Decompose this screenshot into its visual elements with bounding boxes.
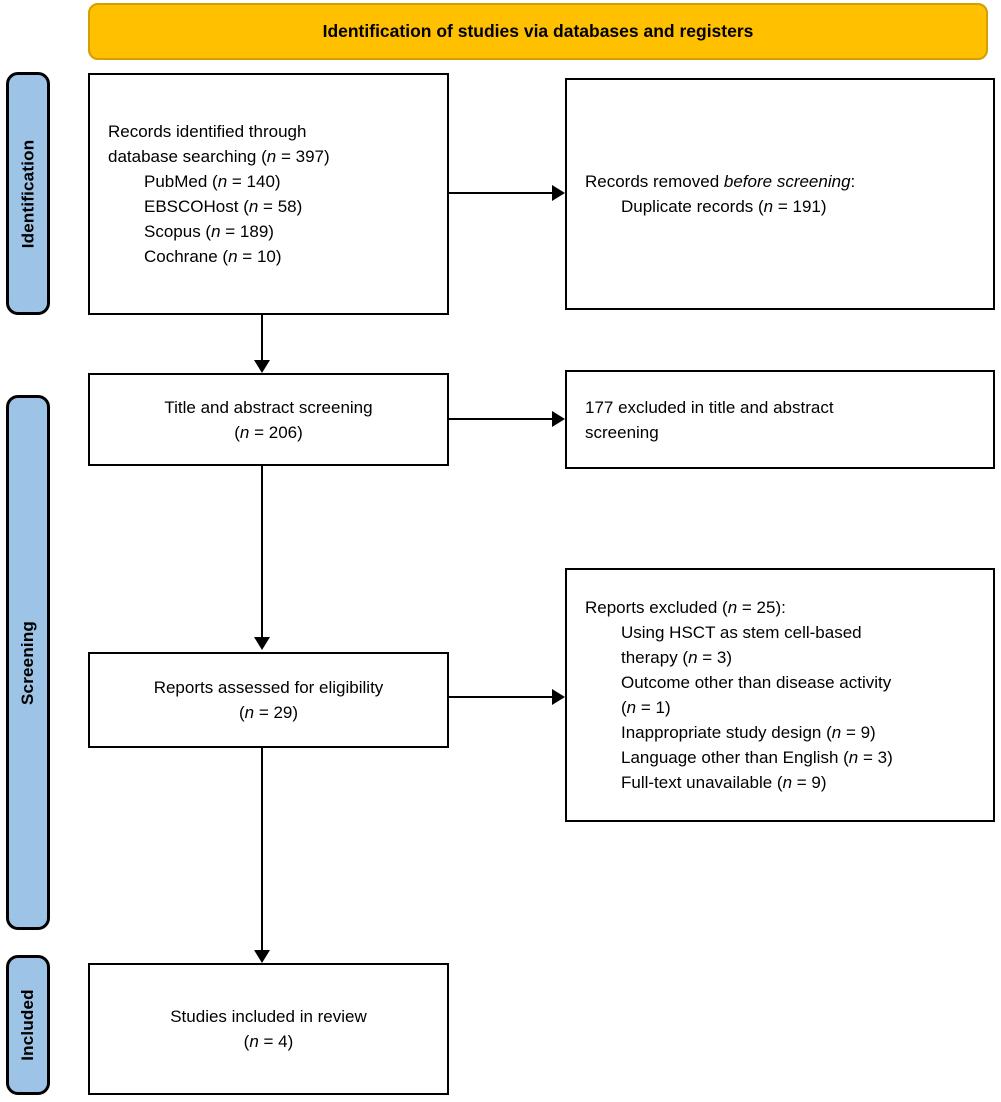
arrow-identified-to-removed-line [449, 192, 553, 194]
text-line: Title and abstract screening [164, 397, 373, 417]
box-reports-excluded: Reports excluded (n = 25): Using HSCT as … [565, 568, 995, 822]
text-line: Reports assessed for eligibility [153, 678, 384, 697]
stage-label-included-text: Included [18, 989, 37, 1061]
text-line: Using HSCT as stem cell-based [621, 623, 862, 642]
text-line: screening [585, 422, 659, 442]
text-line: Reports excluded (n = 25): [585, 598, 786, 617]
text-line: (n = 4) [243, 1032, 294, 1051]
text-line: Full-text unavailable (n = 9) [621, 773, 827, 792]
text-line: (n = 29) [238, 703, 299, 722]
text-line: Inappropriate study design (n = 9) [621, 723, 876, 742]
text-line: Records removed before screening: [585, 172, 856, 191]
text-line: Scopus (n = 189) [144, 222, 274, 241]
arrow-down-icon [254, 950, 270, 963]
stage-label-screening: Screening [6, 395, 50, 930]
text-line: (n = 1) [621, 698, 671, 717]
text-line: Language other than English (n = 3) [621, 748, 893, 767]
stage-label-identification-text: Identification [18, 139, 38, 248]
stage-label-identification: Identification [6, 72, 50, 315]
text-line: therapy (n = 3) [621, 648, 733, 667]
text-line: 177 excluded in title and abstract [585, 397, 834, 417]
arrow-screening-to-excluded-line [449, 418, 553, 420]
arrow-down-icon [254, 637, 270, 650]
arrow-down-icon [254, 360, 270, 373]
text-line: Records identified through [108, 122, 307, 141]
arrow-eligibility-to-excluded-line [449, 696, 553, 698]
arrow-eligibility-to-included-line [261, 748, 263, 950]
stage-label-screening-text: Screening [18, 620, 37, 705]
text-line: database searching (n = 397) [108, 147, 330, 166]
box-records-identified: Records identified through database searc… [88, 73, 449, 315]
arrow-right-icon [552, 411, 565, 427]
arrow-right-icon [552, 185, 565, 201]
banner-title: Identification of studies via databases … [322, 21, 754, 41]
box-records-removed: Records removed before screening: Duplica… [565, 78, 995, 310]
arrow-identified-to-screening-line [261, 315, 263, 360]
text-line: Outcome other than disease activity [621, 673, 892, 692]
box-studies-included: Studies included in review (n = 4) [88, 963, 449, 1095]
box-excluded-title-abstract: 177 excluded in title and abstract screen… [565, 370, 995, 469]
text-line: Studies included in review [170, 1007, 367, 1026]
text-line: Cochrane (n = 10) [144, 247, 282, 266]
arrow-screening-to-eligibility-line [261, 466, 263, 637]
arrow-right-icon [552, 689, 565, 705]
banner: Identification of studies via databases … [88, 3, 988, 60]
box-title-abstract-screening: Title and abstract screening (n = 206) [88, 373, 449, 466]
stage-label-included: Included [6, 955, 50, 1095]
text-line: (n = 206) [234, 422, 303, 442]
text-line: EBSCOHost (n = 58) [144, 197, 303, 216]
text-line: Duplicate records (n = 191) [621, 197, 827, 216]
text-line: PubMed (n = 140) [144, 172, 281, 191]
box-reports-assessed: Reports assessed for eligibility (n = 29) [88, 652, 449, 748]
